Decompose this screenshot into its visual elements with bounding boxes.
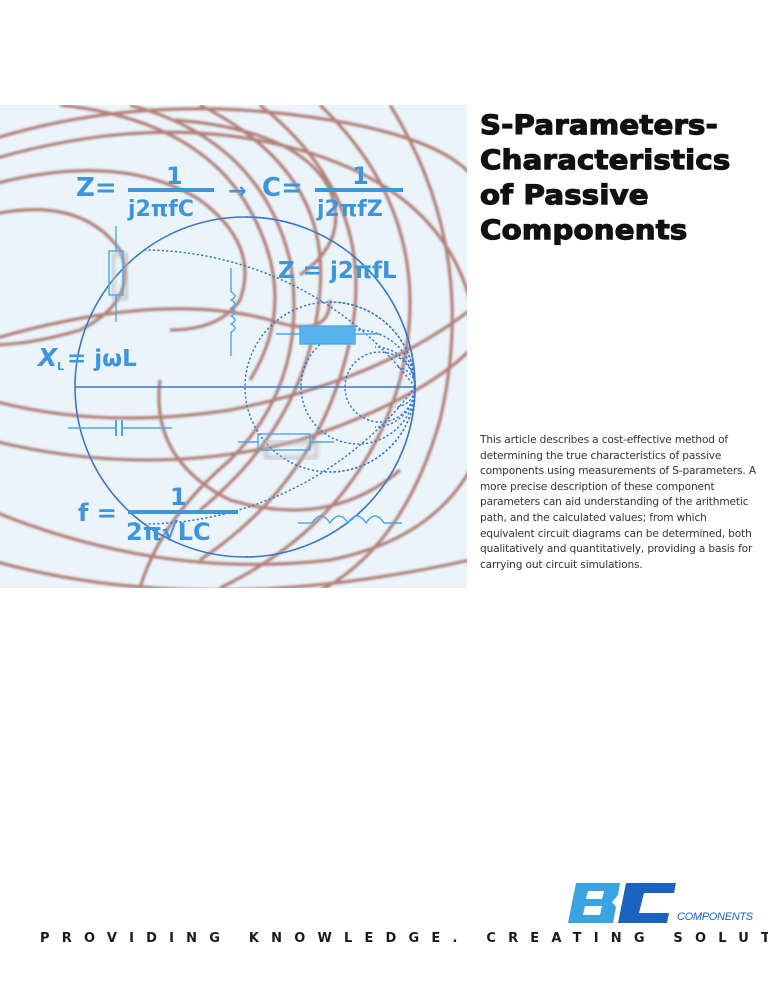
title-line-1: S-Parameters- <box>479 109 718 141</box>
component-symbols <box>68 226 402 525</box>
formulas: Z= 1 j2πfC → C= 1 j2πfZ Z = j2πfL X L = … <box>36 162 403 546</box>
formula-z-den: j2πfC <box>127 197 194 222</box>
formula-c-num: 1 <box>352 162 369 190</box>
resistor-horizontal-icon <box>238 433 334 460</box>
formula-c-den: j2πfZ <box>316 197 383 222</box>
article-title: S-Parameters- Characteristics of Passive… <box>479 108 768 248</box>
title-line-2: Characteristics <box>479 144 731 176</box>
formula-arrow: → <box>228 179 246 204</box>
inductor-vertical-icon <box>229 268 236 356</box>
formula-z-lhs: Z= <box>76 173 117 203</box>
smith-chart <box>74 216 416 558</box>
resistor-filled-icon <box>276 325 380 345</box>
formula-f-num: 1 <box>170 483 187 511</box>
formula-z-num: 1 <box>166 162 183 190</box>
formula-inductive-impedance: Z = j2πfL <box>278 258 397 284</box>
formula-xl-sub: L <box>57 360 64 373</box>
logo-company-text: COMPONENTS <box>677 911 753 923</box>
formula-xl-rhs: = jωL <box>67 346 137 372</box>
capacitor-icon <box>68 420 172 436</box>
bc-logo-icon <box>568 883 676 923</box>
cover-artwork: Z= 1 j2πfC → C= 1 j2πfZ Z = j2πfL X L = … <box>0 105 467 588</box>
smith-chart-illustration: Z= 1 j2πfC → C= 1 j2πfZ Z = j2πfL X L = … <box>0 105 467 588</box>
formula-f-lhs: f = <box>78 499 117 527</box>
formula-c-lhs: C= <box>262 173 303 203</box>
formula-xl: X <box>36 343 59 372</box>
title-line-4: Components <box>479 214 688 246</box>
formula-f-den: 2π√LC <box>126 518 211 546</box>
inductor-horizontal-icon <box>298 515 402 525</box>
footer-tagline: PROVIDING KNOWLEDGE. CREATING SOLUTIONS. <box>40 931 768 946</box>
title-line-3: of Passive <box>479 179 649 211</box>
article-abstract: This article describes a cost-effective … <box>480 434 756 571</box>
resistor-vertical-icon <box>108 226 129 322</box>
